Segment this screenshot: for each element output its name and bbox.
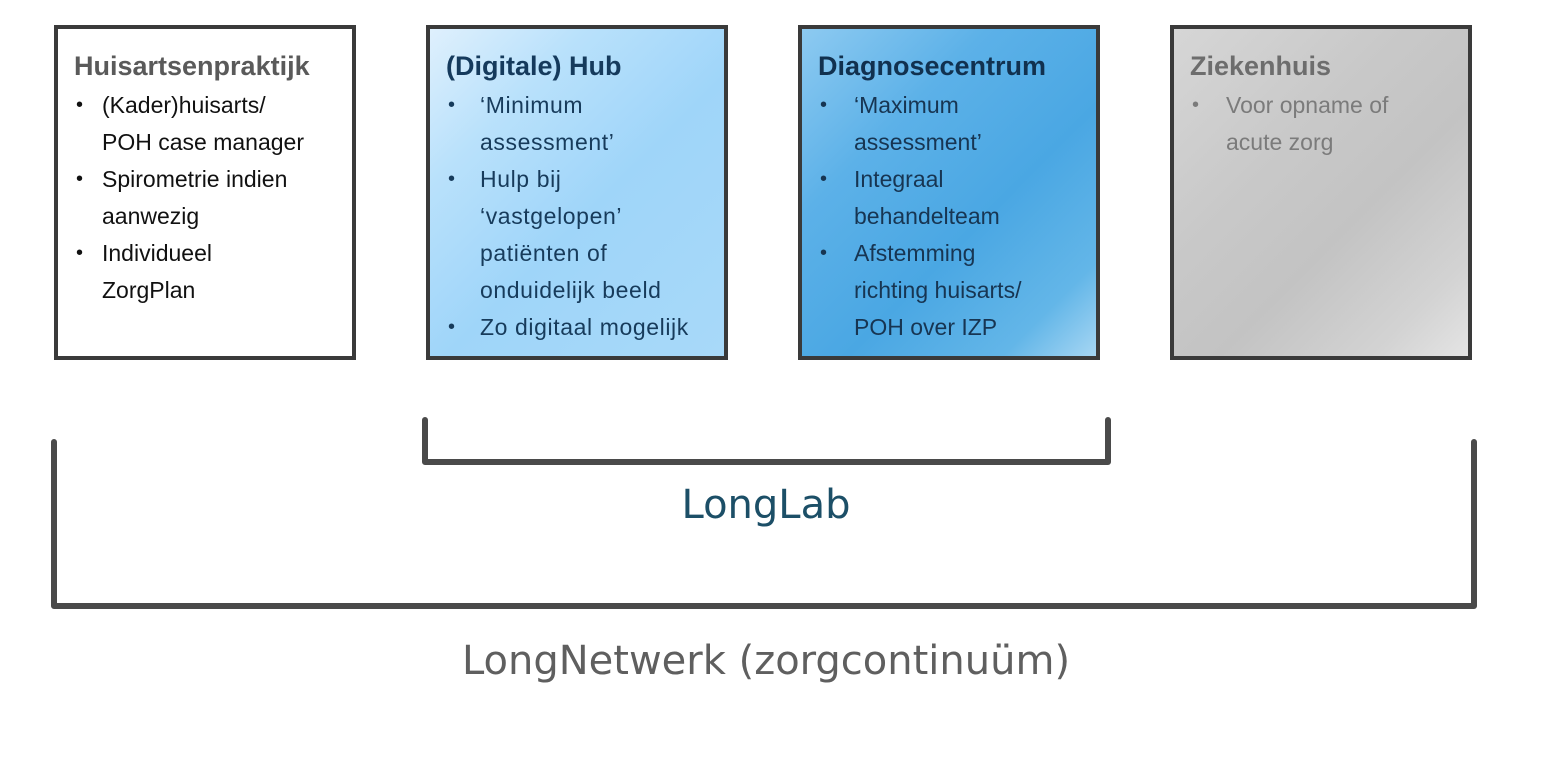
bullet-list: • ‘Maximum assessment’ • Integraal behande…	[818, 87, 1082, 346]
box-huisartsenpraktijk: Huisartsenpraktijk • (Kader)huisarts/ POH…	[54, 25, 356, 360]
list-item-text: ‘Minimum assessment’	[480, 92, 615, 155]
list-item-text: Zo digitaal mogelijk	[480, 314, 689, 340]
box-digitale-hub: (Digitale) Hub • ‘Minimum assessment’ • Hu…	[426, 25, 728, 360]
bullet-icon: •	[820, 168, 828, 190]
outer-bracket-line	[51, 439, 1477, 609]
box-title: Diagnosecentrum	[818, 51, 1047, 81]
list-item-text: Spirometrie indien aanwezig	[102, 166, 288, 229]
list-item-text: Integraal behandelteam	[854, 166, 1000, 229]
list-item-text: Individueel ZorgPlan	[102, 240, 212, 303]
box-title: Ziekenhuis	[1190, 51, 1332, 81]
list-item: • Zo digitaal mogelijk	[446, 309, 710, 346]
list-item: • Hulp bij ‘vastgelopen’ patiënten of ond…	[446, 161, 710, 309]
bullet-icon: •	[76, 168, 84, 190]
bullet-icon: •	[76, 94, 84, 116]
list-item-text: Voor opname of acute zorg	[1226, 92, 1389, 155]
list-item: • Spirometrie indien aanwezig	[74, 161, 338, 235]
bullet-icon: •	[448, 168, 456, 190]
list-item: • ‘Maximum assessment’	[818, 87, 1082, 161]
list-item: • Integraal behandelteam	[818, 161, 1082, 235]
list-item: • Afstemming richting huisarts/ POH over …	[818, 235, 1082, 346]
bullet-icon: •	[448, 316, 456, 338]
list-item: • ‘Minimum assessment’	[446, 87, 710, 161]
inner-bracket-line	[422, 417, 1111, 465]
list-item: • Voor opname of acute zorg	[1190, 87, 1454, 161]
bullet-icon: •	[820, 94, 828, 116]
bullet-icon: •	[76, 242, 84, 264]
box-title: Huisartsenpraktijk	[74, 51, 310, 81]
longlab-label: LongLab	[681, 482, 851, 528]
list-item: • Individueel ZorgPlan	[74, 235, 338, 309]
box-diagnosecentrum: Diagnosecentrum • ‘Maximum assessment’ • I…	[798, 25, 1100, 360]
bullet-list: • (Kader)huisarts/ POH case manager • Spir…	[74, 87, 338, 309]
box-title: (Digitale) Hub	[446, 51, 622, 81]
box-ziekenhuis: Ziekenhuis • Voor opname of acute zorg	[1170, 25, 1472, 360]
list-item-text: ‘Maximum assessment’	[854, 92, 982, 155]
bullet-icon: •	[448, 94, 456, 116]
list-item-text: Afstemming richting huisarts/ POH over I…	[854, 240, 1022, 340]
bullet-icon: •	[1192, 94, 1200, 116]
list-item-text: (Kader)huisarts/ POH case manager	[102, 92, 304, 155]
longnetwerk-label: LongNetwerk (zorgcontinuüm)	[461, 638, 1071, 684]
bullet-list: • ‘Minimum assessment’ • Hulp bij ‘vastgel…	[446, 87, 710, 346]
bullet-icon: •	[820, 242, 828, 264]
list-item: • (Kader)huisarts/ POH case manager	[74, 87, 338, 161]
bullet-list: • Voor opname of acute zorg	[1190, 87, 1454, 161]
list-item-text: Hulp bij ‘vastgelopen’ patiënten of ondu…	[480, 166, 662, 303]
